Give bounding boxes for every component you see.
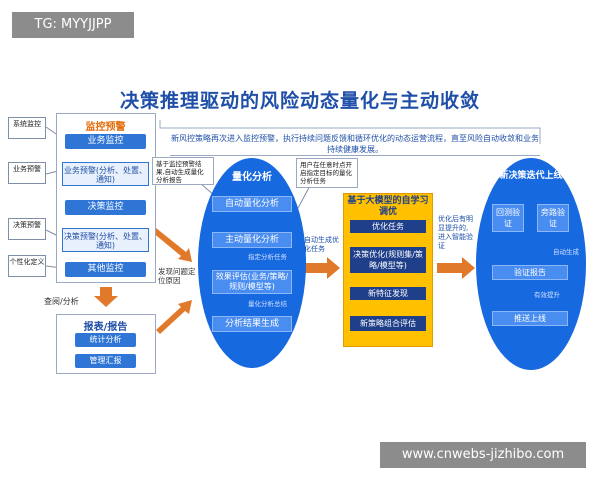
verify-report-button[interactable]: 验证报告 <box>492 265 568 280</box>
push-online-button[interactable]: 推送上线 <box>492 311 568 326</box>
business-alert-item[interactable]: 业务预警(分析、处置、通知) <box>62 162 149 186</box>
quant-ellipse <box>198 158 306 368</box>
decision-alert-item[interactable]: 决策预警(分析、处置、通知) <box>62 228 149 252</box>
watermark-tag: TG: MYYJJPP <box>12 12 134 38</box>
business-monitor-button[interactable]: 业务监控 <box>65 134 146 149</box>
report-title: 报表/报告 <box>83 322 128 333</box>
verify-entry-label: 优化后有明显提升的,进入智能验证 <box>438 215 473 250</box>
loop-line <box>159 120 541 144</box>
note-auto-report: 基于监控预警结果,自动生成量化分析报告 <box>152 157 214 185</box>
side-label-decision: 决策预警 <box>8 218 46 240</box>
right-arrow-icon <box>304 257 340 279</box>
decision-monitor-button[interactable]: 决策监控 <box>65 200 146 215</box>
deploy-title: 新决策迭代上线 <box>499 171 563 181</box>
quant-summary-label: 量化分析总结 <box>248 300 287 308</box>
auto-quant-button[interactable]: 自动量化分析 <box>212 196 292 212</box>
result-generate-button[interactable]: 分析结果生成 <box>212 316 292 332</box>
deploy-ellipse <box>476 158 586 370</box>
diagonal-arrow-icon <box>152 228 192 262</box>
stats-analysis-button[interactable]: 统计分析 <box>75 333 136 347</box>
monitor-panel: 监控预警 业务监控 业务预警(分析、处置、通知) 决策监控 决策预警(分析、处置… <box>56 113 156 283</box>
other-monitor-button[interactable]: 其他监控 <box>65 262 146 277</box>
assign-task-label: 指定分析任务 <box>248 253 287 261</box>
auto-opt-label: 自动生成优化任务 <box>304 236 339 253</box>
new-feature-button[interactable]: 新特征发现 <box>350 287 426 300</box>
side-label-custom: 个性化定义 <box>8 255 46 277</box>
decision-opt-button[interactable]: 决策优化(规则集/策略/模型等) <box>350 247 426 273</box>
note-user-task: 用户在任意时点开启指定目标的量化分析任务 <box>296 158 358 188</box>
quant-title: 量化分析 <box>232 172 272 183</box>
report-panel: 报表/报告 统计分析 管理汇报 <box>56 314 156 374</box>
query-label: 查阅/分析 <box>44 297 79 306</box>
diagram-title: 决策推理驱动的风险动态量化与主动收敛 <box>119 90 480 112</box>
new-strategy-eval-button[interactable]: 新策略组合评估 <box>350 316 426 331</box>
down-arrow-icon <box>94 287 118 307</box>
active-quant-button[interactable]: 主动量化分析 <box>212 232 292 248</box>
side-label-business: 业务预警 <box>8 162 46 184</box>
backtest-button[interactable]: 回测验证 <box>492 204 524 232</box>
effective-label: 有效提升 <box>534 291 560 299</box>
management-report-button[interactable]: 管理汇报 <box>75 354 136 368</box>
self-learn-title: 基于大模型的自学习调优 <box>347 196 429 217</box>
diagonal-arrow-icon <box>156 300 192 334</box>
loop-banner: 新风控策略再次进入监控预警，执行持续问题反馈和循环优化的动态运营流程，直至风险自… <box>170 134 540 156</box>
watermark-url: www.cnwebs-jizhibo.com <box>380 442 586 468</box>
side-label-system: 系统监控 <box>8 117 46 139</box>
opt-task-button[interactable]: 优化任务 <box>350 220 426 233</box>
right-arrow-icon <box>437 257 475 279</box>
sidepath-button[interactable]: 旁路验证 <box>537 204 569 232</box>
monitor-title: 监控预警 <box>85 122 126 133</box>
discover-label: 发现问题定位原因 <box>158 267 196 285</box>
auto-generate-label: 自动生成 <box>553 248 579 256</box>
effect-eval-button[interactable]: 效果评估(业务/策略/规则/模型等) <box>212 270 292 294</box>
